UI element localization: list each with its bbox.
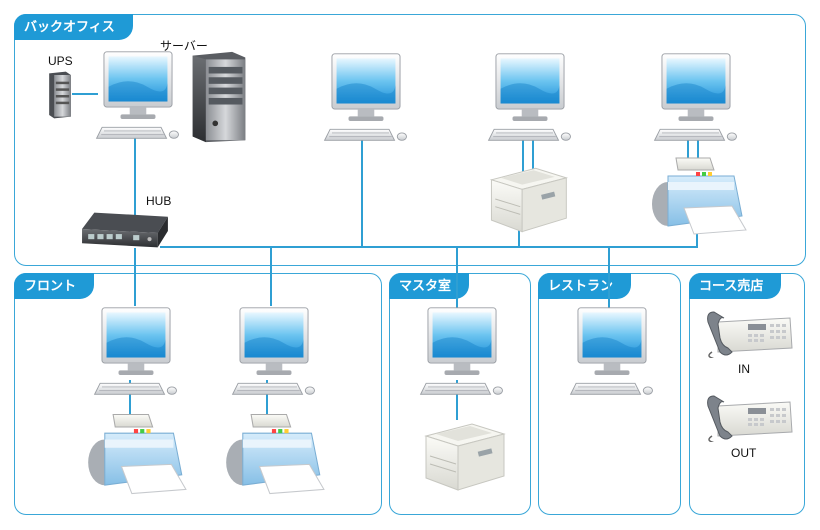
network-line <box>532 136 534 172</box>
computer-icon <box>484 52 576 144</box>
telephone-icon <box>704 308 794 358</box>
network-line <box>518 220 520 248</box>
phone-out-label: OUT <box>731 446 757 460</box>
zone-front: フロント <box>14 273 382 515</box>
network-backbone-line <box>160 246 698 248</box>
computer-icon <box>320 52 412 144</box>
network-line <box>608 248 610 308</box>
phone-in-label: IN <box>738 362 750 376</box>
computer-icon <box>650 52 742 144</box>
zone-course-shop: コース売店 <box>689 273 805 515</box>
ups-icon <box>44 70 76 120</box>
network-line <box>456 248 458 308</box>
zone-restaurant-title: レストラン <box>538 273 632 299</box>
network-line <box>266 380 268 416</box>
telephone-icon <box>704 392 794 442</box>
server-label: サーバー <box>160 39 208 53</box>
hub-icon <box>80 210 172 252</box>
network-line <box>129 380 131 416</box>
inkjet-printer-icon <box>84 412 188 496</box>
computer-icon <box>92 50 184 142</box>
network-line <box>134 248 136 306</box>
network-line <box>72 93 98 95</box>
network-line <box>270 248 272 306</box>
computer-icon <box>228 306 320 398</box>
network-line <box>134 136 136 216</box>
zone-back-office-title: バックオフィス <box>14 14 133 40</box>
computer-icon <box>566 306 658 398</box>
network-line <box>697 136 699 166</box>
network-line <box>687 136 689 166</box>
zone-master-room-title: マスタ室 <box>389 273 470 299</box>
network-line <box>361 136 363 248</box>
zone-course-shop-title: コース売店 <box>689 273 782 299</box>
zone-front-title: フロント <box>14 273 95 299</box>
network-line <box>522 136 524 172</box>
network-line <box>456 380 458 420</box>
ups-label: UPS <box>48 54 73 68</box>
inkjet-printer-icon <box>222 412 326 496</box>
laser-printer-icon <box>412 414 512 498</box>
hub-label: HUB <box>146 194 172 208</box>
network-line <box>696 230 698 248</box>
server-icon <box>186 50 252 144</box>
computer-icon <box>416 306 508 398</box>
laser-printer-icon <box>478 158 574 240</box>
computer-icon <box>90 306 182 398</box>
inkjet-printer-icon <box>648 156 748 236</box>
